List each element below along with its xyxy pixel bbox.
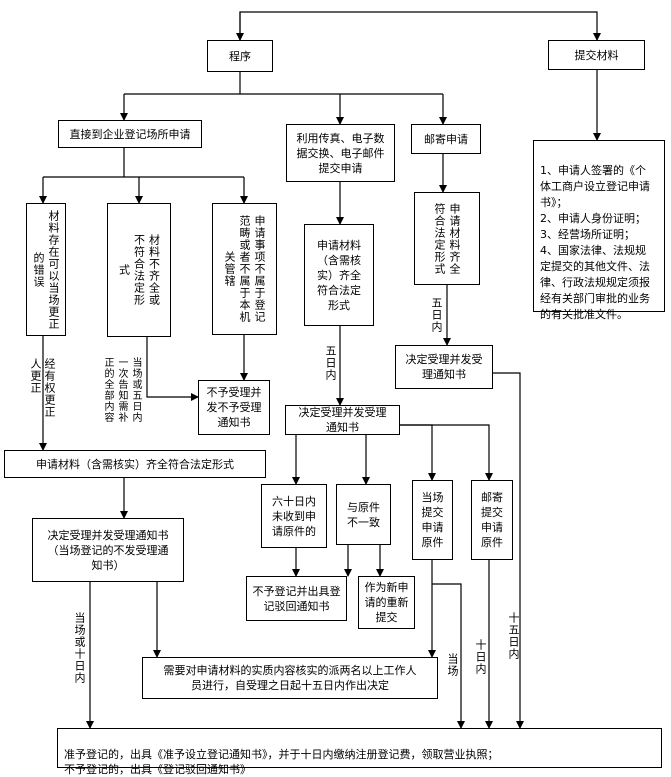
e-complete-text: 申请材料 （含需核 实）齐全 符合法定 形式: [317, 238, 361, 312]
new-application-box: 作为新申 请的重新 提交: [358, 576, 415, 629]
no-original-box: 六十日内 未收到申 请原件的: [261, 484, 327, 548]
new-application-text: 作为新申 请的重新 提交: [364, 581, 409, 624]
connector: [493, 372, 524, 729]
onsite-original-text: 当场 提交 申请 原件: [421, 491, 444, 549]
mail-apply-box: 邮寄申请: [411, 124, 481, 154]
submit-materials-text: 提交材料: [574, 48, 619, 62]
mail-original-box: 邮寄 提交 申请 原件: [471, 480, 513, 560]
label-onsite-or-ten: 当场或十日内: [73, 612, 86, 684]
verify-box: 需要对申请材料的实质内容核实的派两名以上工作人 员进行，自受理之日起十五日内作出…: [142, 657, 438, 699]
decide-accept-e-text: 决定受理并发受理 通知书: [298, 406, 387, 434]
mismatch-box: 与原件 不一致: [336, 484, 391, 545]
complete-direct-box: 申请材料（含需核实）齐全符合法定形式: [4, 450, 266, 478]
label-correct-onsite: 经有权更正人更正: [29, 358, 56, 418]
mail-complete-text: 申请材料齐全符合法定形式: [433, 202, 461, 275]
label-onsite: 当场: [446, 653, 459, 677]
submit-list-text: 1、申请人签署的《个 体工商户设立登记申请 书》； 2、申请人身份证明； 3、经…: [540, 164, 650, 321]
incomplete-box: 材料不齐全或不符合法定形式: [107, 203, 171, 337]
decide-accept-mail-box: 决定受理并发受 理通知书: [395, 345, 493, 389]
out-of-scope-box: 申请事项不属于登记范畴或者不属于本机关管辖: [212, 203, 277, 335]
reject-notice-text: 不予受理并 发不予受理 通知书: [206, 386, 262, 429]
decide-accept-e-box: 决定受理并发受理 通知书: [285, 405, 400, 435]
correctable-error-text: 材料存在可以当场更正的错误: [32, 209, 60, 330]
mail-complete-box: 申请材料齐全符合法定形式: [414, 192, 480, 285]
deny-e-text: 不予登记并出具登 记驳回通知书: [252, 584, 341, 613]
connector: [432, 583, 465, 729]
mail-original-text: 邮寄 提交 申请 原件: [481, 491, 503, 549]
correctable-error-box: 材料存在可以当场更正的错误: [26, 203, 66, 336]
mismatch-text: 与原件 不一致: [347, 500, 380, 529]
no-original-text: 六十日内 未收到申 请原件的: [272, 494, 316, 538]
verify-text: 需要对申请材料的实质内容核实的派两名以上工作人 员进行，自受理之日起十五日内作出…: [163, 664, 417, 692]
direct-apply-box: 直接到企业登记场所申请: [58, 120, 202, 148]
label-notify-all: 当场或五日内一次告知需补正的全部内容: [102, 357, 141, 423]
connector: [400, 424, 436, 481]
decide-accept-mail-text: 决定受理并发受 理通知书: [405, 353, 483, 381]
out-of-scope-text: 申请事项不属于登记范畴或者不属于本机关管辖: [223, 215, 266, 323]
submit-list-box: 1、申请人签署的《个 体工商户设立登记申请 书》； 2、申请人身份证明； 3、经…: [533, 140, 665, 321]
connector: [400, 424, 493, 481]
label-fifteen-days: 十五日内: [507, 612, 520, 660]
deny-e-box: 不予登记并出具登 记驳回通知书: [246, 576, 347, 621]
reject-notice-box: 不予受理并 发不予受理 通知书: [198, 380, 270, 435]
incomplete-text: 材料不齐全或不符合法定形式: [117, 234, 161, 306]
label-ten-days: 十日内: [474, 639, 487, 675]
e-complete-box: 申请材料 （含需核 实）齐全 符合法定 形式: [304, 224, 374, 326]
onsite-original-box: 当场 提交 申请 原件: [412, 480, 453, 560]
label-five-days-e: 五日内: [324, 345, 337, 381]
direct-apply-text: 直接到企业登记场所申请: [69, 127, 191, 141]
procedure-box: 程序: [207, 40, 273, 72]
connector: [146, 337, 199, 401]
decide-accept-direct-text: 决定受理并发受理通知书 （当场登记的不发受理通 知书）: [47, 528, 169, 572]
submit-materials-box: 提交材料: [548, 40, 645, 70]
final-box: 准予登记的，出具《准予设立登记通知书》，并于十日内缴纳注册登记费，领取营业执照；…: [57, 728, 662, 776]
electronic-apply-text: 利用传真、电子数 据交换、电子邮件 提交申请: [296, 131, 385, 175]
connector: [239, 11, 601, 41]
decide-accept-direct-box: 决定受理并发受理通知书 （当场登记的不发受理通 知书）: [32, 518, 184, 582]
label-five-days-mail: 五日内: [430, 297, 443, 333]
mail-apply-text: 邮寄申请: [424, 132, 468, 146]
procedure-text: 程序: [229, 49, 251, 63]
complete-direct-text: 申请材料（含需核实）齐全符合法定形式: [36, 457, 234, 471]
electronic-apply-box: 利用传真、电子数 据交换、电子邮件 提交申请: [286, 124, 395, 182]
